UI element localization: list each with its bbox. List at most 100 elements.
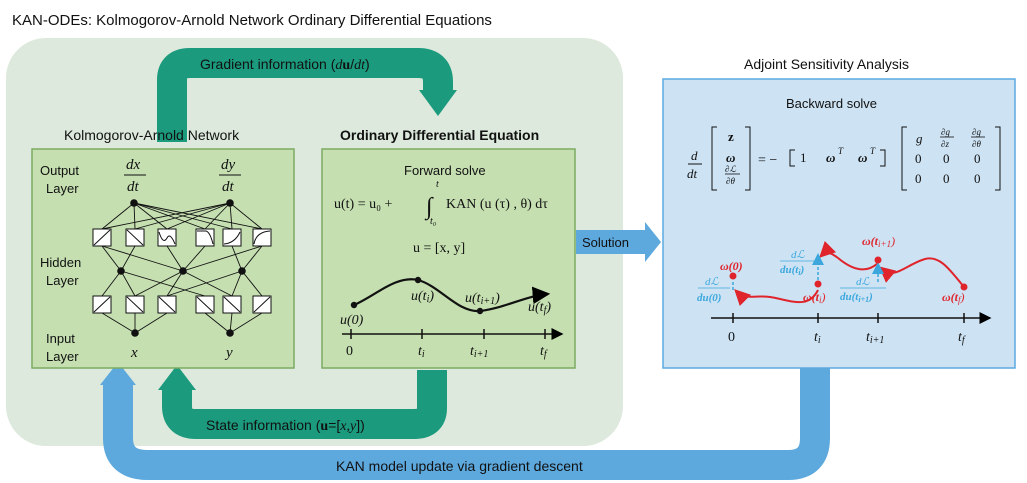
kan-title: Kolmogorov-Arnold Network (64, 127, 240, 143)
svg-text:ti: ti (814, 330, 821, 346)
svg-text:Layer: Layer (46, 349, 79, 364)
svg-text:du(ti+1): du(ti+1) (840, 291, 873, 304)
adjoint-panel (662, 78, 1016, 369)
ode-title: Ordinary Differential Equation (340, 127, 539, 143)
svg-text:∂g: ∂g (972, 127, 981, 137)
solution-arrow (576, 222, 661, 262)
gradient-info-label: Gradient information (du/dt) (200, 56, 370, 73)
adjoint-equation: d dt z ω ∂ℒ ∂θ = − 1 ω T ω T g ∂g ∂z ∂g … (687, 126, 1001, 191)
svg-text:ω(ti+1): ω(ti+1) (862, 234, 895, 249)
svg-text:1: 1 (800, 150, 807, 165)
svg-text:dt: dt (222, 179, 235, 195)
gradient-info-arrow (157, 48, 453, 142)
input-y: y (224, 345, 233, 361)
svg-text:0: 0 (728, 330, 735, 345)
svg-text:dt: dt (127, 179, 140, 195)
svg-text:g: g (916, 131, 923, 146)
svg-text:0: 0 (943, 171, 950, 186)
svg-text:0: 0 (915, 151, 922, 166)
svg-text:ω: ω (726, 150, 735, 165)
model-update-arrowhead (100, 362, 136, 385)
state-info-arrowhead (158, 365, 196, 390)
svg-text:u(t) = u₀ +: u(t) = u₀ + (334, 197, 392, 212)
svg-text:dy: dy (221, 157, 236, 173)
svg-text:du(ti): du(ti) (780, 264, 804, 277)
ode-integral-equation: u(t) = u₀ + ∫ t t₀ KAN (u (τ) , θ) dτ u … (334, 179, 548, 256)
state-info-label: State information (u=[x,y]) (206, 417, 365, 434)
svg-text:∂z: ∂z (941, 139, 949, 149)
state-info-arrow (162, 370, 447, 439)
svg-text:Layer: Layer (46, 273, 79, 288)
input-x: x (130, 345, 138, 361)
svg-text:KAN (u (τ) , θ) dτ: KAN (u (τ) , θ) dτ (446, 197, 548, 212)
model-update-label: KAN model update via gradient descent (336, 458, 583, 474)
kan-connections (101, 202, 263, 334)
svg-text:du(0): du(0) (697, 292, 721, 304)
svg-text:0: 0 (915, 171, 922, 186)
svg-text:Layer: Layer (46, 181, 79, 196)
solution-label: Solution (582, 235, 629, 250)
svg-text:dℒ: dℒ (791, 249, 806, 261)
kan-panel (31, 148, 295, 369)
gradient-info-arrowhead (419, 90, 457, 116)
ode-panel (321, 148, 576, 369)
svg-text:ω: ω (826, 150, 835, 165)
main-title: KAN-ODEs: Kolmogorov-Arnold Network Ordi… (12, 12, 492, 29)
forward-solve-label: Forward solve (404, 163, 486, 178)
svg-text:t: t (436, 179, 439, 190)
output-dy-dt: dy dt (219, 157, 241, 195)
svg-text:dℒ: dℒ (856, 276, 871, 288)
svg-text:∂θ: ∂θ (972, 139, 981, 149)
svg-text:0: 0 (974, 171, 981, 186)
adjoint-title: Adjoint Sensitivity Analysis (744, 56, 909, 72)
svg-text:0: 0 (974, 151, 981, 166)
ode-trajectory (353, 278, 551, 313)
svg-text:z: z (728, 129, 734, 144)
svg-text:tf: tf (540, 344, 548, 360)
hidden-layer-label: Hidden (40, 255, 81, 270)
svg-text:dx: dx (126, 157, 141, 173)
svg-text:ω(tf): ω(tf) (942, 290, 965, 305)
svg-text:∂θ: ∂θ (726, 176, 735, 186)
svg-text:ti+1: ti+1 (866, 330, 884, 346)
svg-text:t₀: t₀ (430, 216, 437, 227)
svg-text:∂g: ∂g (941, 127, 950, 137)
svg-text:dℒ: dℒ (705, 276, 720, 288)
model-update-arrow (103, 368, 830, 480)
svg-text:dt: dt (687, 166, 698, 181)
adjoint-curves (732, 240, 965, 307)
ode-axis-ticks: 0 ti ti+1 tf (346, 344, 548, 360)
output-dx-dt: dx dt (124, 157, 146, 195)
svg-text:ti+1: ti+1 (470, 344, 488, 360)
svg-text:ω: ω (858, 150, 867, 165)
svg-text:d: d (691, 148, 698, 163)
adjoint-axis-ticks: 0 ti ti+1 tf (728, 330, 966, 346)
svg-text:ω(ti): ω(ti) (803, 290, 826, 305)
ode-curve-labels: u(0) u(ti) u(ti+1) u(tf) (340, 289, 551, 328)
svg-text:0: 0 (346, 344, 353, 359)
svg-text:tf: tf (958, 330, 966, 346)
svg-text:ω(0): ω(0) (720, 259, 743, 273)
svg-text:u(0): u(0) (340, 313, 364, 328)
svg-text:∂ℒ: ∂ℒ (725, 164, 736, 174)
input-layer-label: Input (46, 331, 75, 346)
svg-text:0: 0 (943, 151, 950, 166)
kan-activation-curves-bottom (93, 296, 271, 313)
output-layer-label: Output (40, 163, 79, 178)
adjoint-labels: ω(0) ω(ti) ω(ti+1) ω(tf) dℒ du(0) dℒ du(… (697, 234, 965, 305)
svg-text:u(ti+1): u(ti+1) (465, 291, 500, 307)
kan-nodes (117, 199, 246, 337)
backward-solve-label: Backward solve (786, 96, 877, 111)
svg-text:= −: = − (758, 153, 777, 168)
adjoint-points (729, 256, 968, 291)
svg-text:u(ti): u(ti) (411, 289, 434, 305)
svg-text:u = [x, y]: u = [x, y] (413, 241, 465, 256)
svg-text:ti: ti (418, 344, 425, 360)
kan-activation-curves-top (93, 229, 271, 246)
svg-text:u(tf): u(tf) (528, 300, 551, 316)
svg-text:T: T (870, 146, 876, 156)
svg-text:T: T (838, 146, 844, 156)
svg-text:∫: ∫ (424, 194, 434, 221)
